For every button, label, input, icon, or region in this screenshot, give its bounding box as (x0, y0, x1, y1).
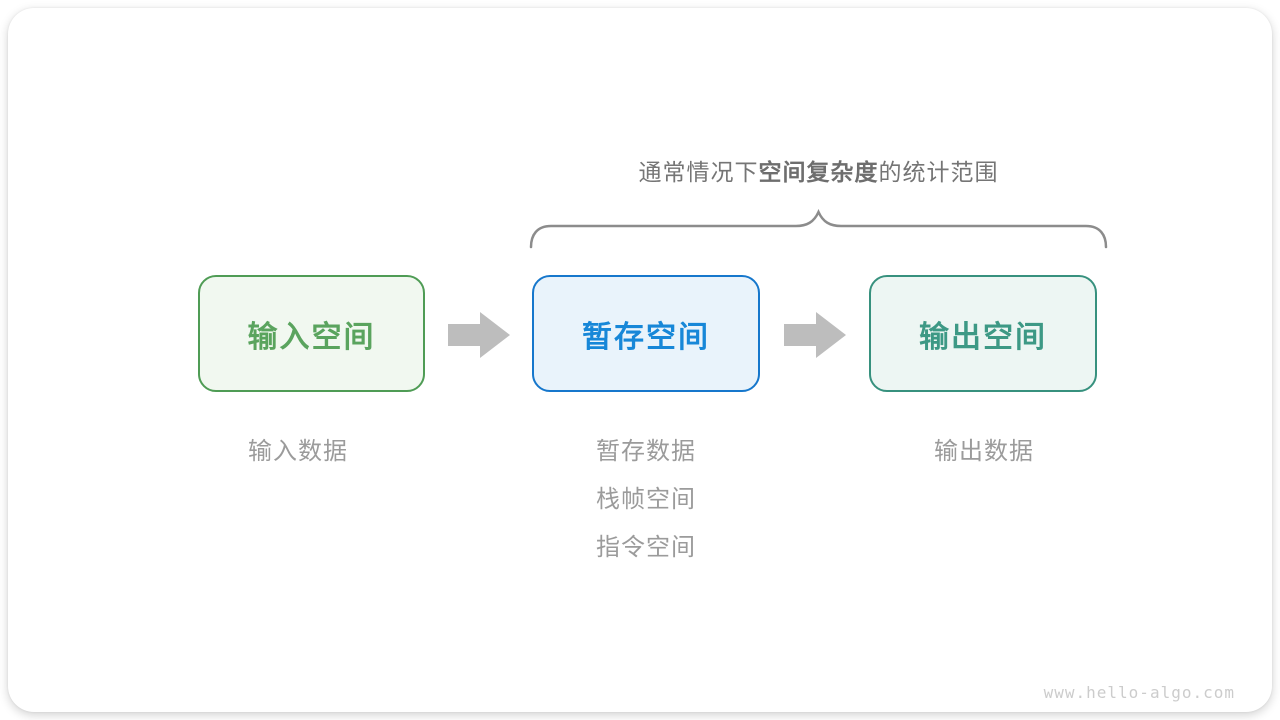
diagram-card: 通常情况下空间复杂度的统计范围 输入空间 暂存空间 输出空间 输入数据 暂存数据… (8, 8, 1272, 712)
box-input-space: 输入空间 (198, 275, 425, 392)
box-temp-space: 暂存空间 (532, 275, 760, 392)
scope-title-prefix: 通常情况下 (638, 159, 759, 185)
label-instruction-space: 指令空间 (596, 534, 696, 561)
scope-title: 通常情况下空间复杂度的统计范围 (529, 153, 1108, 187)
arrow-right-icon (784, 312, 846, 358)
scope-title-suffix: 的统计范围 (878, 159, 999, 185)
box-output-space-label: 输出空间 (919, 320, 1047, 354)
arrow-right-icon (448, 312, 510, 358)
label-stack-frame-space: 栈帧空间 (596, 486, 696, 513)
overbrace-icon (529, 209, 1108, 249)
label-output-data: 输出数据 (934, 438, 1034, 465)
label-input-data: 输入数据 (248, 438, 348, 465)
scope-title-bold: 空间复杂度 (758, 159, 879, 185)
label-temp-data: 暂存数据 (596, 438, 696, 465)
box-output-space: 输出空间 (869, 275, 1097, 392)
watermark: www.hello-algo.com (1043, 683, 1235, 702)
box-input-space-label: 输入空间 (247, 320, 376, 354)
box-temp-space-label: 暂存空间 (582, 320, 710, 354)
